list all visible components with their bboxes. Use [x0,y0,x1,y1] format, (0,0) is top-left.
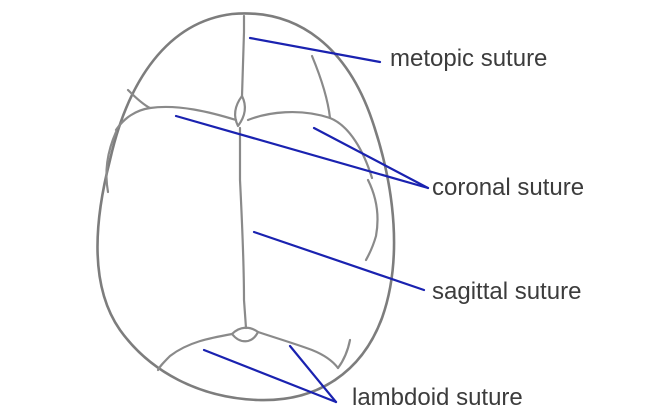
label-sagittal-suture: sagittal suture [432,278,582,305]
lambdoid-suture-right [256,330,340,370]
skull-outline [96,12,396,402]
anterior-fontanelle [233,94,247,128]
metopic-suture-line [240,14,246,98]
label-metopic-suture: metopic suture [390,45,548,72]
leader-lambdoid-right [288,344,338,404]
label-coronal-suture: coronal suture [432,174,585,201]
right-posterior-curve [336,338,352,370]
leader-sagittal [252,230,426,292]
right-frontal-curve [310,54,332,120]
left-frontal-curve [126,88,152,110]
leader-metopic [248,36,382,64]
leader-coronal-left [174,114,430,190]
lambdoid-suture-left [156,332,234,372]
leader-coronal-right [312,126,430,190]
left-lateral-fontanelle [105,130,118,194]
sagittal-suture-line [238,126,248,330]
right-lateral-fontanelle [364,178,379,262]
leader-lambdoid-left [202,348,338,404]
label-lambdoid-suture: lambdoid suture [352,384,523,411]
